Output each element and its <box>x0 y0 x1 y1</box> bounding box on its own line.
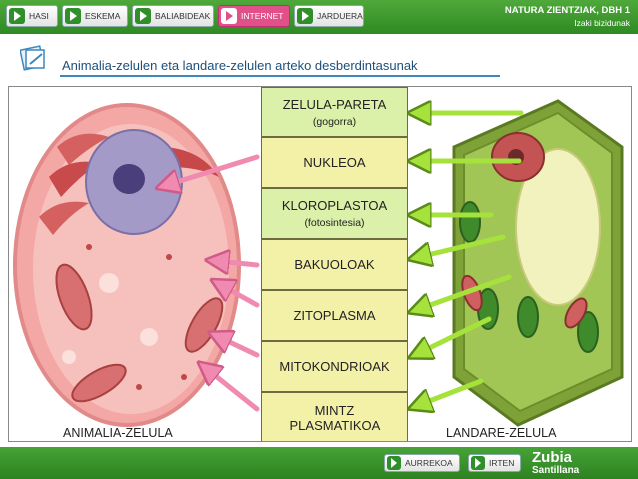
arrow-plant-membrane <box>419 378 484 405</box>
arrow-animal-mitochondria <box>219 337 260 358</box>
nav-button-internet[interactable]: INTERNET <box>218 5 290 27</box>
nav-button-label: JARDUERA <box>317 11 363 21</box>
top-navigation-bar: HASI ESKEMA BALIABIDEAK INTERNET JARDUER… <box>0 0 638 34</box>
label-main: BAKUOLOAK <box>294 257 375 272</box>
publisher-logo: Zubia Santillana <box>532 450 579 477</box>
logo-line-2: Santillana <box>532 465 580 476</box>
play-arrow-icon <box>135 8 151 24</box>
label-main: MITOKONDRIOAK <box>279 359 390 374</box>
arrow-plant-vacuole <box>419 234 506 257</box>
label-main: MINTZ PLASMATIKOA <box>289 402 381 433</box>
nav-button-label: HASI <box>29 11 49 21</box>
nav-button-jarduera[interactable]: JARDUERA <box>294 5 364 27</box>
plant-cell-caption: LANDARE-ZELULA <box>446 426 557 440</box>
nav-button-baliabideak[interactable]: BALIABIDEAK <box>132 5 214 27</box>
arrow-plant-mitochondria <box>419 316 492 353</box>
label-main: ZITOPLASMA <box>293 308 376 323</box>
nav-button-label: BALIABIDEAK <box>155 11 211 21</box>
label-cytoplasm: ZITOPLASMA <box>261 290 408 341</box>
page-title: Animalia-zelulen eta landare-zelulen art… <box>62 58 418 73</box>
nav-button-label: ESKEMA <box>85 11 121 21</box>
label-cell-wall: ZELULA-PARETA (gogorra) <box>261 87 408 137</box>
document-icon <box>20 45 45 71</box>
pointer-arrows <box>9 87 524 442</box>
arrow-animal-vacuole <box>217 261 260 265</box>
play-arrow-icon <box>65 8 81 24</box>
arrow-animal-nucleus <box>167 154 260 185</box>
unit-title: Izaki bizidunak <box>574 18 630 28</box>
arrow-animal-membrane <box>207 369 260 412</box>
previous-button-label: AURREKOA <box>405 458 453 468</box>
exit-button[interactable]: IRTEN <box>468 454 522 472</box>
animal-cell-illustration <box>13 103 241 427</box>
label-vacuoles: BAKUOLOAK <box>261 239 408 290</box>
back-arrow-icon <box>387 456 401 470</box>
play-arrow-icon <box>9 8 25 24</box>
course-title: NATURA ZIENTZIAK, DBH 1 <box>504 5 630 16</box>
label-sub: (fotosintesia) <box>304 217 365 229</box>
label-sub: (gogorra) <box>312 115 357 128</box>
label-main: NUKLEOA <box>303 155 366 170</box>
cell-comparison-panel: ZELULA-PARETA (gogorra) NUKLEOA KLOROPLA… <box>8 86 632 442</box>
previous-button[interactable]: AURREKOA <box>384 454 460 472</box>
label-main: ZELULA-PARETA <box>282 96 387 112</box>
title-divider <box>60 75 500 77</box>
label-chloroplast: KLOROPLASTOA (fotosintesia) <box>261 188 408 239</box>
label-main: KLOROPLASTOA <box>281 198 388 213</box>
play-arrow-icon <box>221 8 237 24</box>
arrow-animal-cytoplasm <box>221 285 260 308</box>
exit-button-label: IRTEN <box>489 458 515 468</box>
plant-cell-illustration <box>452 99 624 427</box>
animal-cell-caption: ANIMALIA-ZELULA <box>63 426 173 440</box>
label-plasma-membrane: MINTZ PLASMATIKOA <box>261 392 408 441</box>
label-nucleus: NUKLEOA <box>261 137 408 188</box>
arrow-plant-cytoplasm <box>419 274 512 309</box>
nav-button-eskema[interactable]: ESKEMA <box>62 5 128 27</box>
exit-arrow-icon <box>471 456 485 470</box>
nav-button-hasi[interactable]: HASI <box>6 5 58 27</box>
label-mitochondria: MITOKONDRIOAK <box>261 341 408 392</box>
play-arrow-icon <box>297 8 313 24</box>
nav-button-label: INTERNET <box>241 11 284 21</box>
bottom-navigation-bar: AURREKOA IRTEN <box>0 447 638 479</box>
logo-line-1: Zubia <box>532 449 572 466</box>
